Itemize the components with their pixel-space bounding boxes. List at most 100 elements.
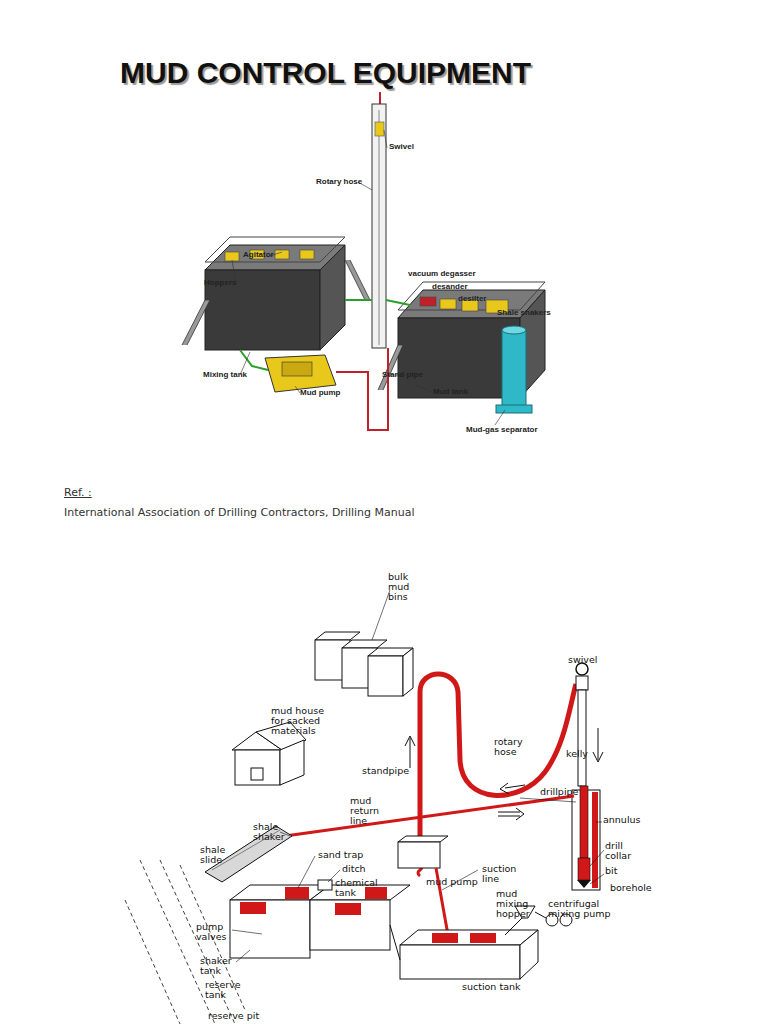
railing	[398, 282, 545, 310]
part-label: pump valves	[196, 922, 232, 942]
part-label: kelly	[566, 749, 588, 759]
part-label: Hoppers	[204, 279, 236, 287]
part-label: centrifugal mixing pump	[548, 899, 628, 919]
desander-symbol	[440, 299, 456, 309]
part-label: desilter	[458, 295, 486, 303]
swivel-symbol	[576, 676, 588, 690]
hose-top	[379, 92, 381, 104]
rotary-hose-tube	[372, 104, 386, 348]
house-door	[251, 768, 263, 780]
part-label: Mud pump	[300, 389, 340, 397]
leader-line	[372, 590, 390, 640]
reference-note: International Association of Drilling Co…	[64, 507, 415, 519]
mud-fill	[365, 887, 387, 899]
stairs	[182, 300, 210, 345]
hopper-symbol	[225, 252, 239, 261]
mixing-tank-side	[320, 245, 345, 350]
leader-line	[232, 930, 262, 934]
mud-fill	[335, 903, 361, 915]
hopper-line	[535, 912, 546, 918]
part-label: shale slide	[200, 845, 236, 865]
part-label: mud return line	[350, 796, 386, 826]
part-label: Swivel	[389, 143, 414, 151]
suction-tank	[400, 945, 520, 979]
mud-pump-symbol	[398, 842, 440, 868]
house-side	[280, 740, 304, 785]
tank-side	[520, 930, 538, 979]
bin-top	[342, 640, 387, 648]
part-label: borehole	[610, 883, 652, 893]
part-label: shaker tank	[200, 956, 236, 976]
stand-pipe-line	[336, 348, 388, 430]
part-label: bulk mud bins	[388, 572, 418, 602]
part-label: Mud-gas separator	[466, 426, 538, 434]
mud-return-line	[285, 796, 574, 836]
separator-cap	[502, 326, 526, 334]
separator-base	[496, 405, 532, 413]
flow-arrow	[498, 808, 524, 820]
part-label: reserve pit	[208, 1011, 259, 1021]
leader-line	[590, 874, 604, 884]
leader-line	[495, 410, 505, 425]
part-label: Rotary hose	[316, 178, 362, 186]
part-label: sand trap	[318, 850, 363, 860]
part-label: annulus	[603, 815, 641, 825]
part-label: bit	[605, 866, 617, 876]
flow-arrow	[405, 736, 415, 768]
mud-fill	[470, 933, 496, 943]
annulus-mud	[592, 792, 598, 888]
part-label: drillpipe	[540, 787, 578, 797]
part-label: desander	[432, 283, 468, 291]
part-label: Mud tank	[433, 388, 468, 396]
railing	[205, 237, 345, 262]
standpipe-and-hose	[420, 674, 576, 858]
pump-top	[398, 836, 448, 842]
part-label: drill collar	[605, 841, 639, 861]
top-illustration	[182, 92, 545, 430]
drillpipe	[580, 786, 588, 858]
agitator-symbol	[300, 250, 314, 259]
part-label: Stand pipe	[382, 371, 423, 379]
page-title: MUD CONTROL EQUIPMENT	[120, 56, 531, 90]
drill-collar	[578, 858, 590, 880]
bit-symbol	[577, 880, 591, 888]
leader-line	[298, 856, 315, 888]
leader-line	[295, 386, 300, 393]
tube-inner-line	[379, 110, 380, 345]
part-label: ditch	[342, 864, 366, 874]
mud-fill	[240, 902, 266, 914]
flow-arrow	[593, 728, 603, 762]
suction-pipe	[240, 350, 268, 370]
transfer-pipe	[345, 299, 372, 301]
part-label: chemical tank	[335, 878, 383, 898]
flow-arrow	[500, 783, 525, 794]
leader-line	[596, 822, 602, 823]
part-label: reserve tank	[205, 980, 247, 1000]
pump-detail	[282, 362, 312, 376]
stairs	[345, 260, 370, 300]
mud-house	[235, 750, 280, 785]
swivel-symbol	[375, 122, 384, 136]
mud-fill	[432, 933, 458, 943]
shaker-tank	[230, 900, 310, 958]
ditch-valve	[318, 880, 332, 890]
part-label: suction tank	[462, 982, 520, 992]
stairs	[378, 345, 403, 390]
part-label: swivel	[568, 655, 597, 665]
agitator-symbol	[275, 250, 289, 259]
vacuum-degasser-symbol	[420, 297, 436, 306]
part-label: Mixing tank	[203, 371, 247, 379]
part-label: standpipe	[362, 766, 409, 776]
tank-link	[390, 925, 400, 960]
part-label: mud mixing hopper	[496, 889, 538, 919]
leader-line	[236, 950, 250, 962]
mixing-tank-front	[205, 270, 320, 350]
part-label: suction line	[482, 864, 522, 884]
mud-gas-separator-symbol	[502, 330, 526, 408]
bin-top	[315, 632, 360, 640]
sand-trap-fill	[285, 887, 309, 899]
part-label: mud pump	[426, 877, 478, 887]
mud-pump-symbol	[265, 355, 336, 392]
bin-side	[403, 648, 413, 696]
kelly-symbol	[578, 690, 586, 786]
